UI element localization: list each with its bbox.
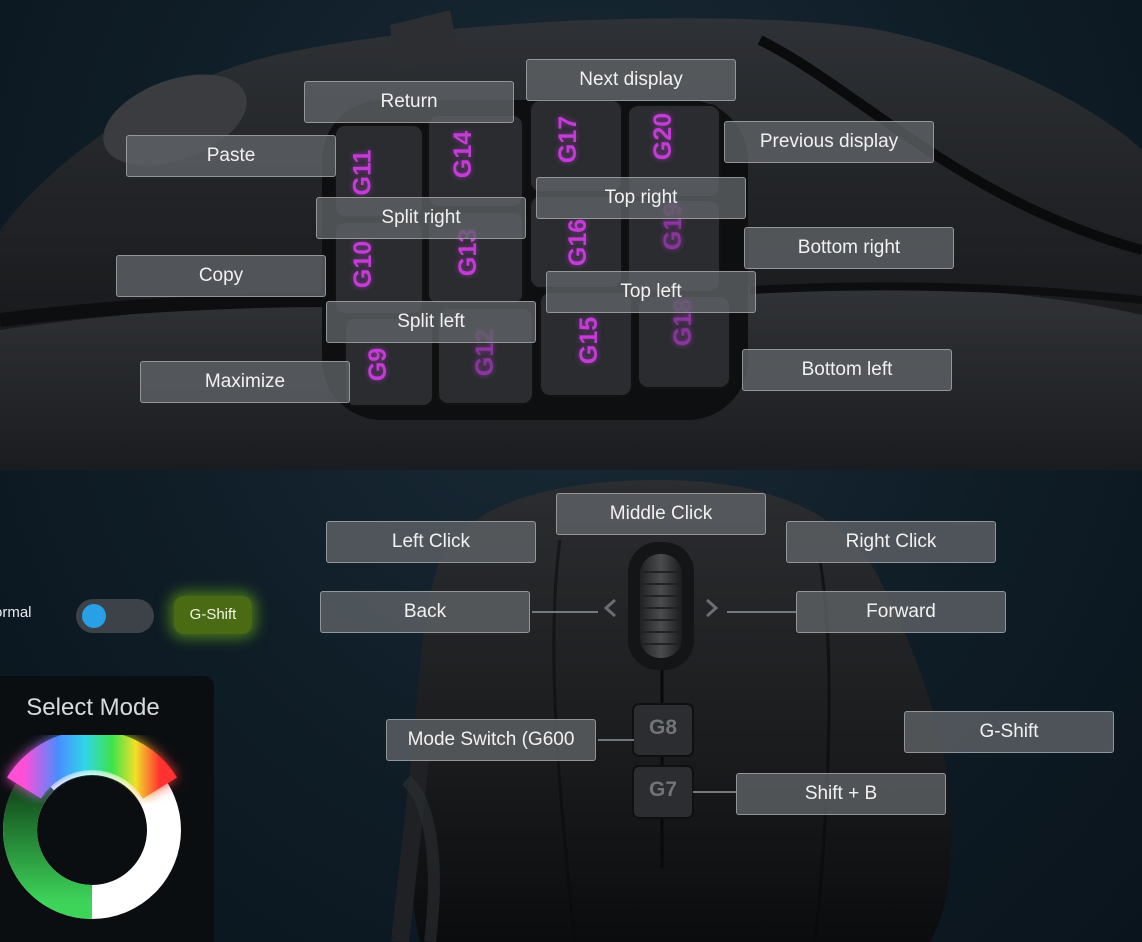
split-right-button[interactable]: Split right xyxy=(316,197,526,239)
top-right-button[interactable]: Top right xyxy=(536,177,746,219)
g-key-label-g9: G9 xyxy=(364,347,393,382)
middle-click-button[interactable]: Middle Click xyxy=(556,493,766,535)
g-key-label-g11: G11 xyxy=(348,149,377,196)
next-display-button[interactable]: Next display xyxy=(526,59,736,101)
tilt-left-arrow xyxy=(603,598,616,618)
shift-b-button[interactable]: Shift + B xyxy=(736,773,946,815)
g-shift-mode-label[interactable]: G-Shift xyxy=(174,596,252,634)
tilt-right-arrow xyxy=(706,598,719,618)
mode-color-wheel[interactable] xyxy=(0,0,230,942)
mode-switch-button[interactable]: Mode Switch (G600 xyxy=(386,719,596,761)
g-key-label-g16: G16 xyxy=(564,218,593,267)
return-button[interactable]: Return xyxy=(304,81,514,123)
paste-button[interactable]: Paste xyxy=(126,135,336,177)
bottom-left-button[interactable]: Bottom left xyxy=(742,349,952,391)
g8-label: G8 xyxy=(648,716,677,739)
back-button[interactable]: Back xyxy=(320,591,530,633)
select-mode-title: Select Mode xyxy=(26,694,160,721)
bottom-right-button[interactable]: Bottom right xyxy=(744,227,954,269)
forward-button[interactable]: Forward xyxy=(796,591,1006,633)
split-left-button[interactable]: Split left xyxy=(326,301,536,343)
mode-ring-center xyxy=(38,776,146,884)
mode-ring-selected-arc xyxy=(7,730,177,800)
mode-toggle-switch[interactable] xyxy=(76,599,154,633)
toggle-knob xyxy=(82,604,106,628)
g-key-label-g20: G20 xyxy=(649,112,678,161)
g-key-label-g10: G10 xyxy=(349,240,378,289)
left-click-button[interactable]: Left Click xyxy=(326,521,536,563)
right-click-button[interactable]: Right Click xyxy=(786,521,996,563)
maximize-button[interactable]: Maximize xyxy=(140,361,350,403)
g-shift-button[interactable]: G-Shift xyxy=(904,711,1114,753)
g-key-label-g17: G17 xyxy=(554,115,583,164)
previous-display-button[interactable]: Previous display xyxy=(724,121,934,163)
g-key-label-g14: G14 xyxy=(449,130,478,179)
top-left-button[interactable]: Top left xyxy=(546,271,756,313)
mode-ring-green xyxy=(2,765,93,919)
g-key-label-g15: G15 xyxy=(575,316,604,365)
g8-button xyxy=(632,703,694,757)
normal-mode-label: ormal xyxy=(0,604,32,621)
g7-label: G7 xyxy=(648,778,677,801)
copy-button[interactable]: Copy xyxy=(116,255,326,297)
